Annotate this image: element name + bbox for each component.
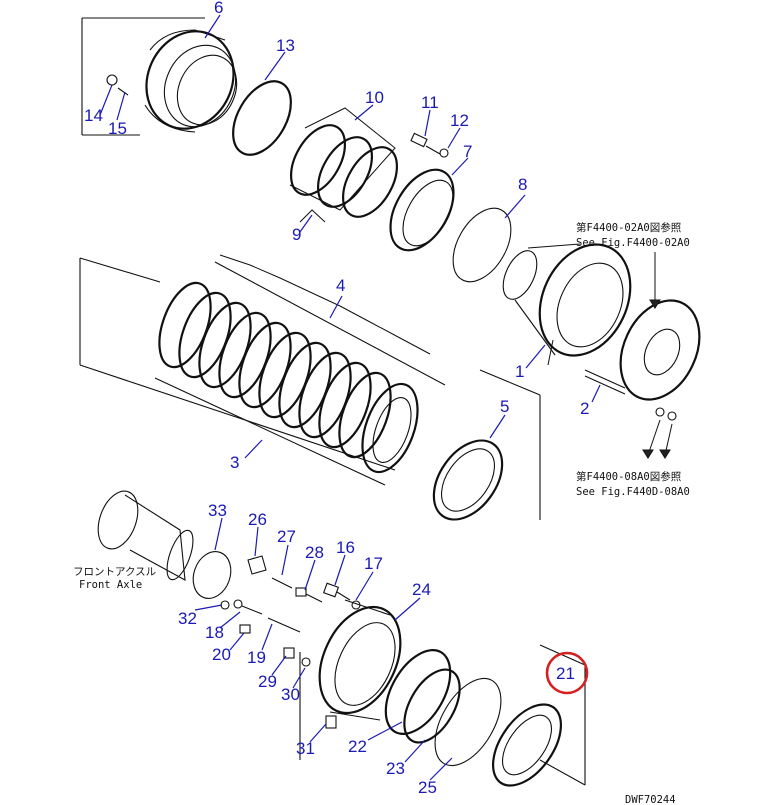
callout-3: 3 (230, 453, 239, 472)
callout-9: 9 (292, 225, 301, 244)
ring-group-9-10-drawing (289, 107, 399, 223)
planet-carrier-drawing (619, 252, 701, 401)
callout-8: 8 (518, 175, 527, 194)
ref-axle-jp: フロントアクスル (73, 566, 156, 578)
bolt-11-drawing (410, 132, 441, 155)
fittings-group-drawing (233, 555, 361, 760)
ring-22-drawing (384, 648, 452, 736)
callout-19: 19 (247, 648, 266, 667)
callout-13: 13 (276, 36, 295, 55)
callout-28: 28 (305, 543, 324, 562)
callout-leaders (99, 14, 601, 781)
callout-22: 22 (348, 737, 367, 756)
reference-notes: 第F4400-02A0図参照 See Fig.F4400-02A0 第F4400… (73, 221, 690, 805)
plate-pack-3-4-drawing (79, 254, 446, 486)
ring-13-drawing (232, 80, 292, 156)
callout-7: 7 (463, 142, 472, 161)
callout-25: 25 (418, 778, 437, 797)
callout-26: 26 (248, 510, 267, 529)
callout-10: 10 (365, 88, 384, 107)
callout-14: 14 (84, 106, 103, 125)
callout-24: 24 (412, 580, 431, 599)
highlight-circle-21 (545, 651, 589, 695)
ring-23-drawing (403, 668, 461, 744)
shim-5-drawing (432, 369, 541, 521)
callout-27: 27 (277, 527, 296, 546)
callout-30: 30 (281, 685, 300, 704)
o-ring-33-drawing (192, 551, 232, 599)
callout-23: 23 (386, 759, 405, 778)
ring-32-drawing (220, 600, 230, 610)
ref-axle-en: Front Axle (79, 579, 142, 591)
callout-15: 15 (108, 119, 127, 138)
callout-12: 12 (450, 111, 469, 130)
housing-6-drawing (81, 17, 238, 136)
ref-upper-en: See Fig.F4400-02A0 (576, 237, 690, 249)
callout-2: 2 (580, 399, 589, 418)
carrier-1-drawing (502, 243, 632, 366)
callout-29: 29 (258, 672, 277, 691)
callout-5: 5 (500, 397, 509, 416)
figure-code: DWF70244 (625, 794, 676, 805)
callout-31: 31 (296, 739, 315, 758)
callout-1: 1 (515, 362, 524, 381)
callout-18: 18 (205, 623, 224, 642)
ring-7-drawing (389, 168, 455, 252)
callout-20: 20 (212, 645, 231, 664)
callout-4: 4 (336, 276, 345, 295)
callout-16: 16 (336, 538, 355, 557)
callout-11: 11 (421, 93, 439, 112)
callout-21: 21 (556, 664, 575, 683)
callout-6: 6 (214, 0, 223, 17)
retainer-21-drawing (491, 644, 586, 787)
callout-32: 32 (178, 609, 197, 628)
hub-24-drawing (318, 599, 402, 721)
fittings-drawing (642, 407, 677, 459)
washer-12-drawing (439, 148, 449, 158)
front-axle-drawing (97, 490, 194, 581)
ref-lower-en: See Fig.F440D-08A0 (576, 486, 690, 498)
o-ring-8-drawing (452, 207, 512, 283)
bolt-2-drawing (584, 369, 626, 395)
callout-33: 33 (208, 501, 227, 520)
ref-lower-jp: 第F4400-08A0図参照 (576, 470, 682, 483)
ring-25-drawing (434, 677, 502, 767)
callout-17: 17 (364, 554, 383, 573)
callout-numbers: 6 13 14 15 10 11 12 7 8 9 4 3 5 1 2 33 2… (84, 0, 589, 797)
ref-upper-jp: 第F4400-02A0図参照 (576, 221, 682, 234)
